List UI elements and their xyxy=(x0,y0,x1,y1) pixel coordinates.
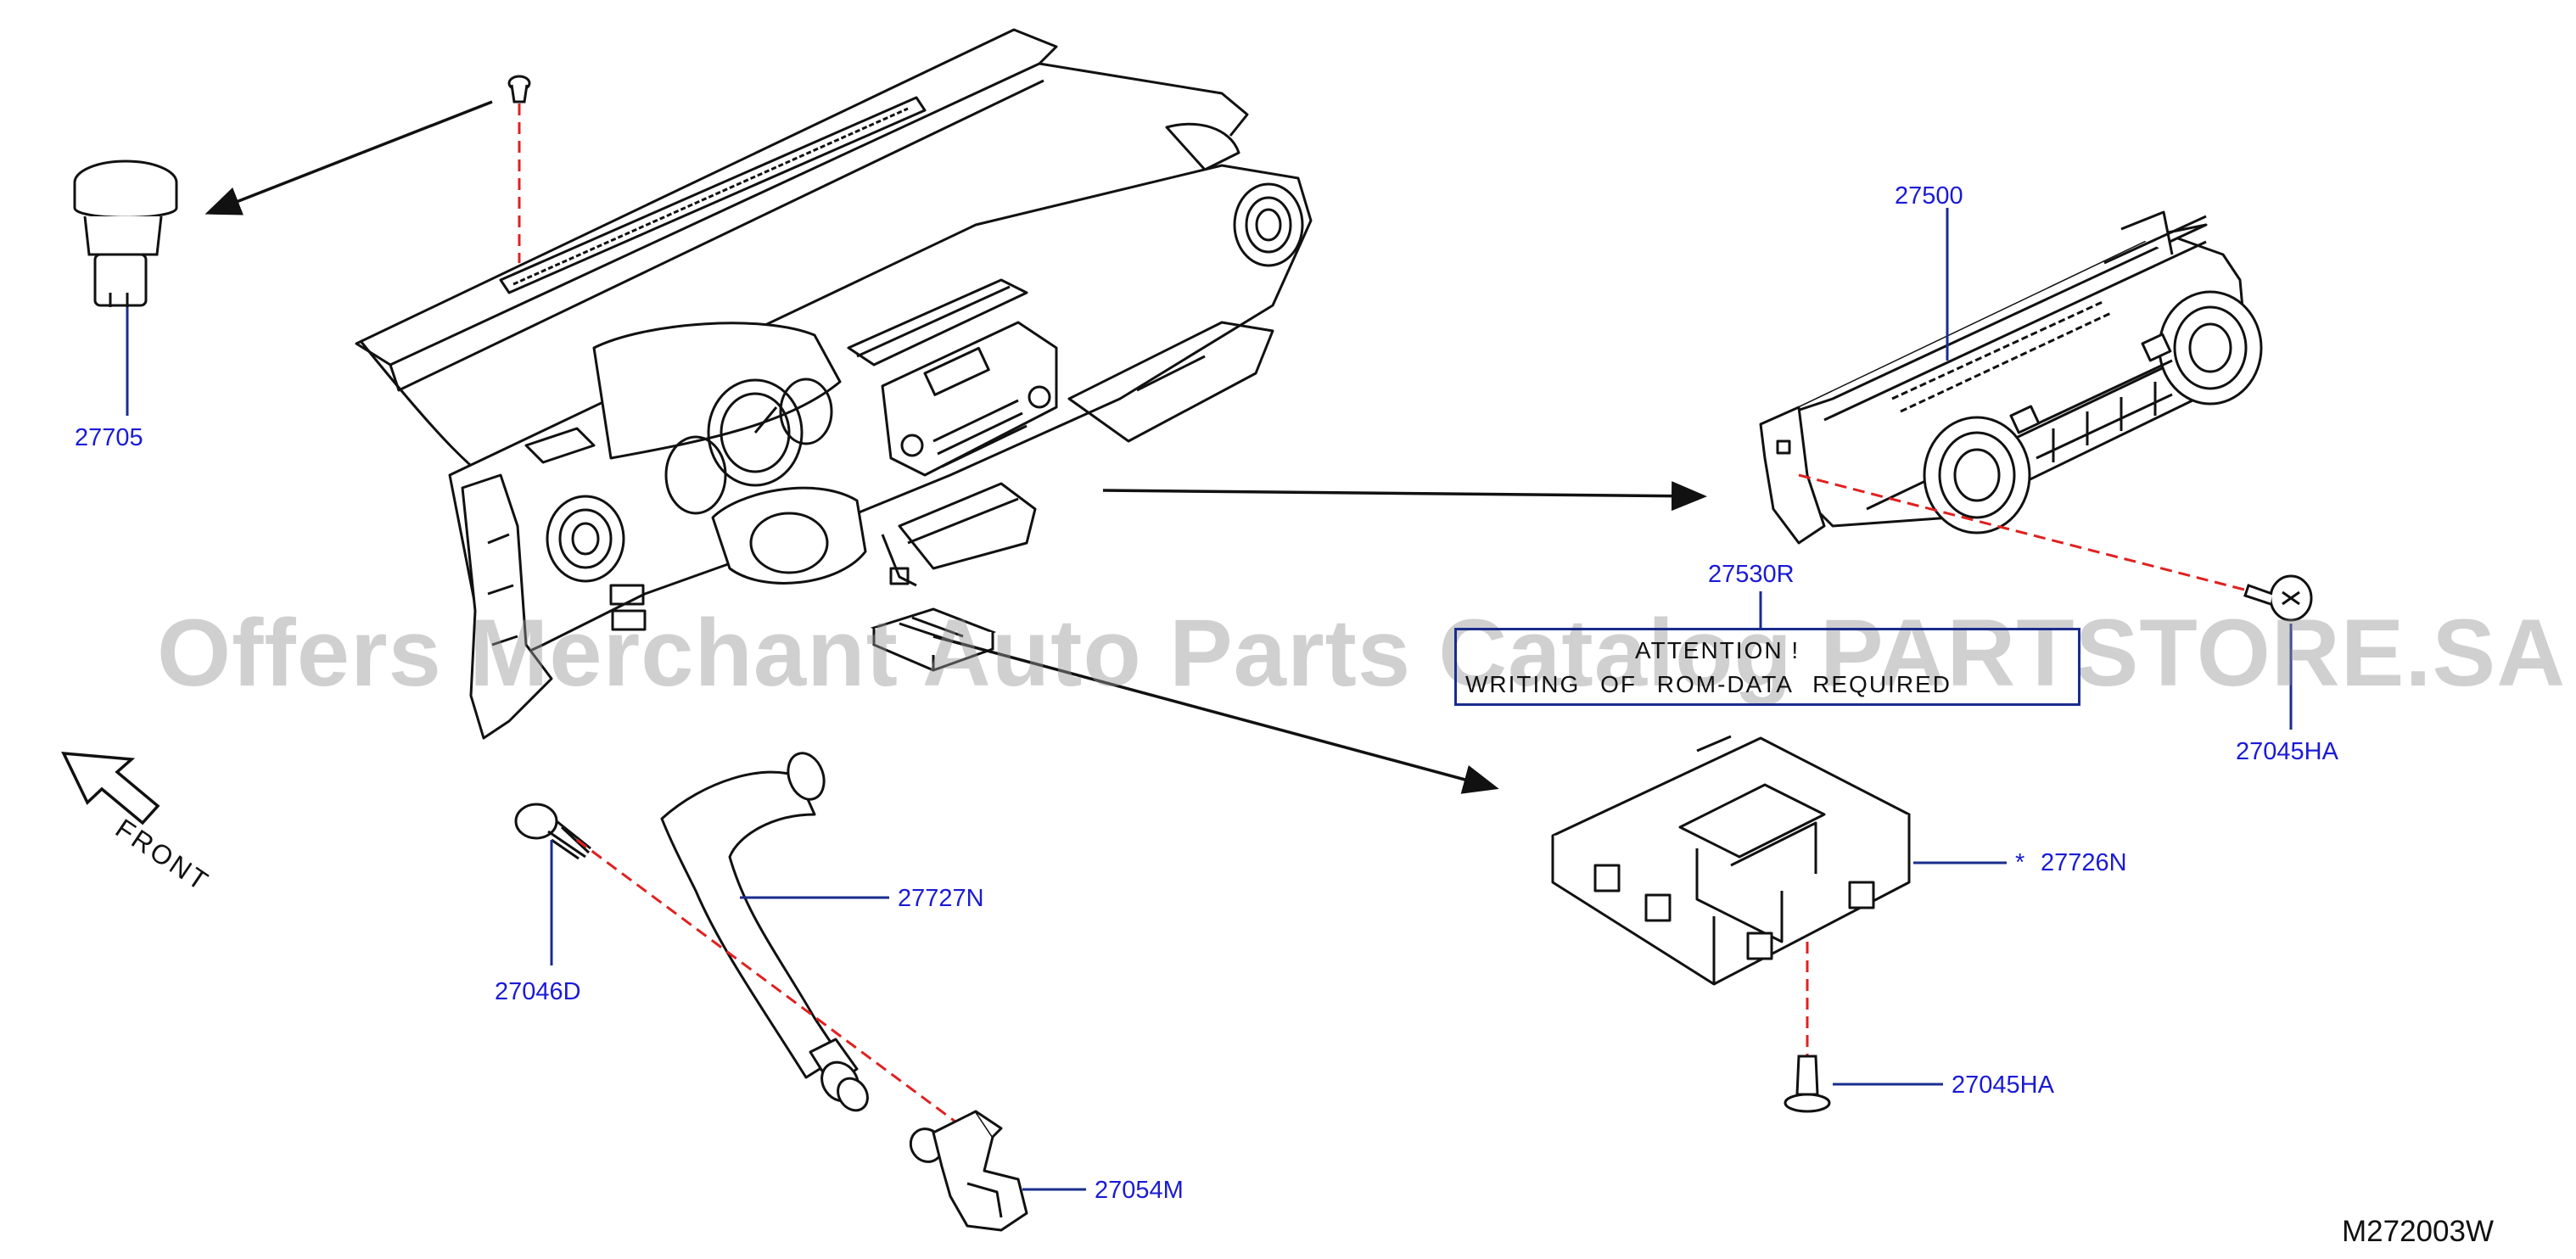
part-27500-controller xyxy=(1759,210,2263,545)
label-27045HA-a[interactable]: 27045HA xyxy=(2236,738,2338,765)
attention-box: ATTENTION ! WRITING OF ROM-DATA REQUIRED xyxy=(1454,628,2080,706)
part-27054M-sensor xyxy=(909,1110,1028,1232)
label-27045HA-b[interactable]: 27045HA xyxy=(1952,1072,2054,1099)
label-27726N[interactable]: 27726N xyxy=(2041,849,2127,876)
label-27705[interactable]: 27705 xyxy=(75,424,143,451)
label-27727N[interactable]: 27727N xyxy=(898,885,984,912)
part-27046D-screw xyxy=(514,803,591,860)
part-27045HA-screw-b xyxy=(1784,1055,1831,1113)
attention-line1: ATTENTION ! xyxy=(1635,637,1800,663)
part-27726N-module xyxy=(1551,735,1911,986)
label-27500[interactable]: 27500 xyxy=(1895,182,1963,210)
part-27705-sensor xyxy=(73,159,178,307)
clip-27705-mount xyxy=(507,75,531,104)
dashboard-assembly xyxy=(355,28,1313,740)
part-27727N-hose xyxy=(660,752,869,1112)
part-27045HA-screw-a xyxy=(2243,574,2313,622)
label-27530R[interactable]: 27530R xyxy=(1708,561,1795,588)
front-arrow-icon xyxy=(61,751,160,825)
attention-line2: WRITING OF ROM-DATA REQUIRED xyxy=(1465,671,1952,697)
callout-arrows xyxy=(204,100,1707,794)
label-27054M[interactable]: 27054M xyxy=(1095,1177,1184,1204)
label-27046D[interactable]: 27046D xyxy=(495,978,581,1005)
diagram-code: M272003W xyxy=(2342,1215,2494,1248)
label-27726N-prefix: * xyxy=(2015,849,2025,876)
watermark: Offers Merchant Auto Parts Catalog PARTS… xyxy=(157,600,2567,706)
